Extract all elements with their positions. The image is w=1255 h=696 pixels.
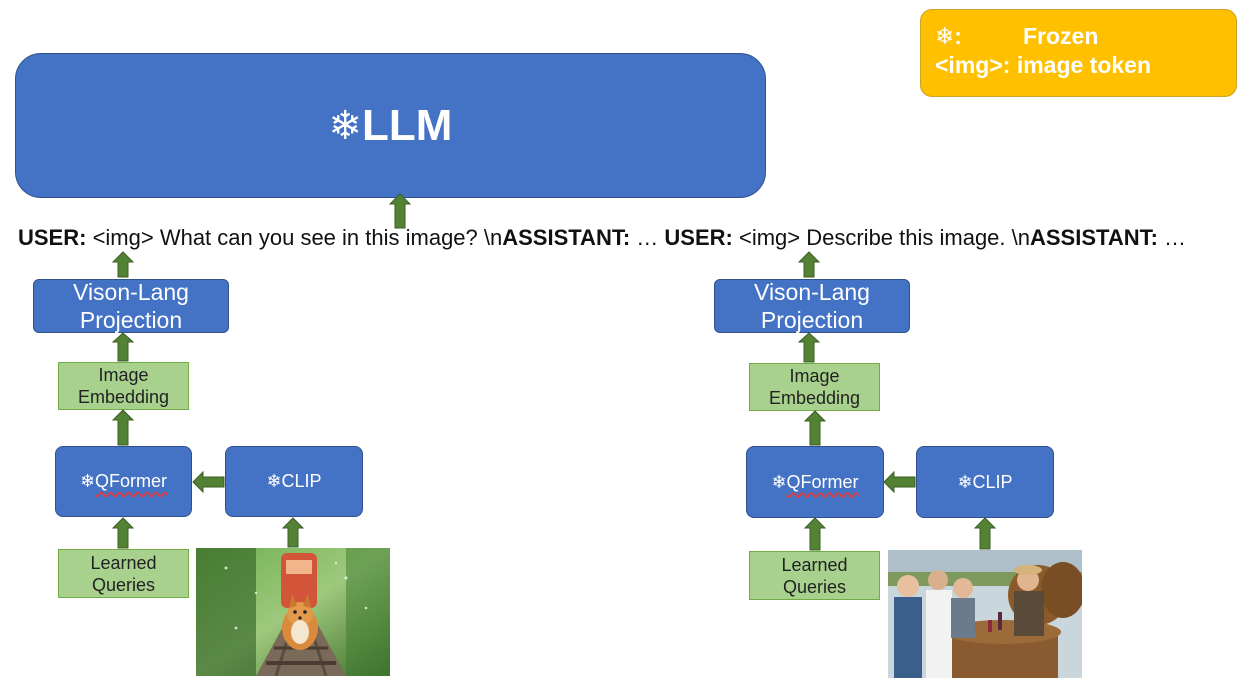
prompt-1-assistant: ASSISTANT: <box>502 225 631 250</box>
prompt-2-tail: … <box>1157 225 1187 250</box>
arrow-right-queries-to-qf <box>803 517 827 551</box>
llm-label: LLM <box>362 100 453 150</box>
arrow-right-clip-to-qf <box>883 470 916 494</box>
prompt-1-user: USER: <box>18 225 87 250</box>
prompt-2-user: USER: <box>664 225 733 250</box>
prompt-line: USER: <img> What can you see in this ima… <box>18 225 1186 251</box>
arrow-left-proj-to-prompt <box>111 251 135 278</box>
arrow-left-qf-to-emb <box>111 409 135 446</box>
legend-img-label: image token <box>1016 52 1152 78</box>
arrow-right-proj-to-prompt <box>797 251 821 278</box>
legend-img-row: <img>: image token <box>935 51 1236 80</box>
corgi-photo-art <box>196 548 390 676</box>
arrow-left-queries-to-qf <box>111 517 135 549</box>
arrow-prompt-to-llm <box>388 193 412 229</box>
left-queries-box: Learned Queries <box>58 549 189 598</box>
legend: ❄: Frozen <img>: image token <box>920 9 1237 97</box>
wine-tasting-photo-art <box>888 550 1082 678</box>
left-clip-box: ❄CLIP <box>225 446 363 517</box>
arrow-left-clip-to-qf <box>192 470 225 494</box>
legend-frozen-row: ❄: Frozen <box>935 22 1236 51</box>
legend-frozen-label: Frozen <box>1023 23 1099 49</box>
left-projection-box: Vison-Lang Projection <box>33 279 229 333</box>
left-embedding-box: Image Embedding <box>58 362 189 410</box>
prompt-1-text: <img> What can you see in this image? \n <box>86 225 503 250</box>
right-embedding-box: Image Embedding <box>749 363 880 411</box>
prompt-2-text: <img> Describe this image. \n <box>732 225 1030 250</box>
right-qformer-label: QFormer <box>786 471 859 492</box>
legend-snowflake-icon: ❄: <box>935 23 962 49</box>
left-qformer-box: ❄QFormer <box>55 446 192 517</box>
corgi-photo <box>196 548 390 676</box>
right-projection-box: Vison-Lang Projection <box>714 279 910 333</box>
right-queries-box: Learned Queries <box>749 551 880 600</box>
arrow-left-img-to-clip <box>281 517 305 548</box>
arrow-right-img-to-clip <box>973 517 997 550</box>
llm-box: ❄LLM <box>15 53 766 198</box>
prompt-2-assistant: ASSISTANT: <box>1030 225 1158 250</box>
arrow-left-emb-to-proj <box>111 332 135 362</box>
wine-tasting-photo <box>888 550 1082 678</box>
left-qformer-snowflake-icon: ❄ <box>79 471 96 491</box>
legend-img-key: <img>: <box>935 52 1011 78</box>
left-qformer-label: QFormer <box>95 471 168 491</box>
right-qformer-snowflake-icon: ❄ <box>771 471 787 492</box>
prompt-1-tail: … <box>630 225 665 250</box>
right-clip-box: ❄CLIP <box>916 446 1054 518</box>
arrow-right-qf-to-emb <box>803 410 827 446</box>
arrow-right-emb-to-proj <box>797 332 821 363</box>
snowflake-icon: ❄ <box>328 103 363 148</box>
